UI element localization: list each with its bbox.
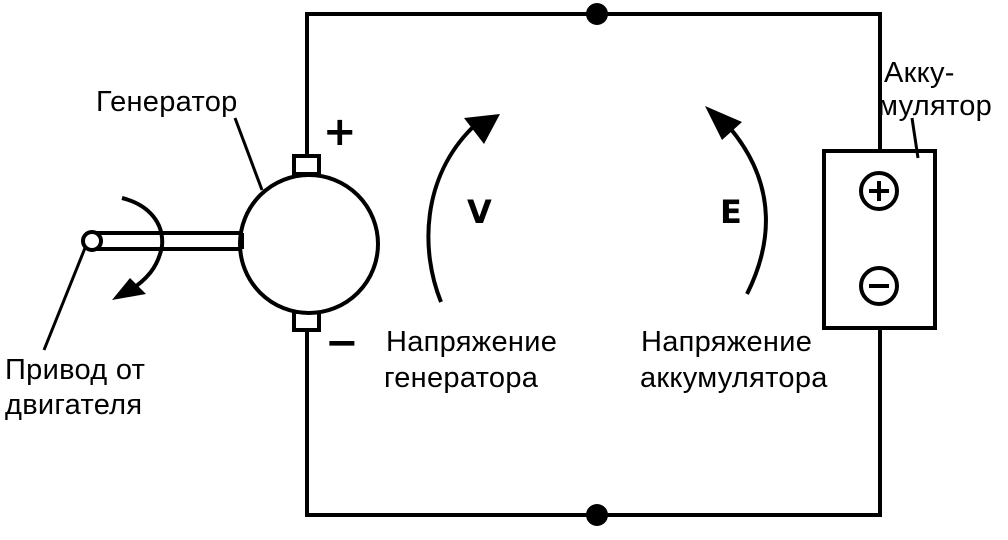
v-arrow — [426, 126, 474, 303]
generator-body — [238, 173, 380, 315]
e-arrow — [728, 126, 768, 295]
top-wire — [305, 12, 882, 158]
battery-voltage-label-line1: Напряжение — [641, 326, 813, 358]
battery-label-line1: Акку- — [884, 57, 955, 89]
battery-leader-line — [910, 117, 920, 159]
generator-voltage-label-line1: Напряжение — [386, 326, 558, 358]
battery-voltage-label-line2: аккумулятора — [640, 362, 828, 394]
drive-shaft-end — [81, 230, 103, 252]
battery-label-line2: мулятор — [878, 90, 993, 122]
drive-label-line1: Привод от — [5, 354, 146, 386]
circuit-wires — [305, 12, 882, 517]
minus-sign: − — [325, 320, 359, 366]
generator-leader-line — [233, 117, 264, 191]
drive-leader-line — [42, 247, 87, 351]
battery — [822, 149, 937, 330]
v-arrowhead — [464, 114, 500, 144]
plus-sign: + — [323, 109, 357, 155]
drive-shaft — [96, 231, 244, 251]
generator-top-terminal — [292, 154, 321, 176]
e-arrowhead — [705, 106, 742, 140]
v-symbol: V — [467, 193, 492, 231]
drive-label-line2: двигателя — [5, 389, 143, 421]
rotation-arrow — [121, 196, 165, 294]
generator — [238, 154, 380, 332]
e-symbol: E — [720, 193, 742, 231]
generator-label: Генератор — [96, 86, 238, 118]
bottom-junction-dot — [586, 504, 608, 526]
top-junction-dot — [586, 3, 608, 25]
rotation-arrowhead — [112, 278, 146, 300]
generator-voltage-label-line2: генератора — [384, 362, 539, 394]
